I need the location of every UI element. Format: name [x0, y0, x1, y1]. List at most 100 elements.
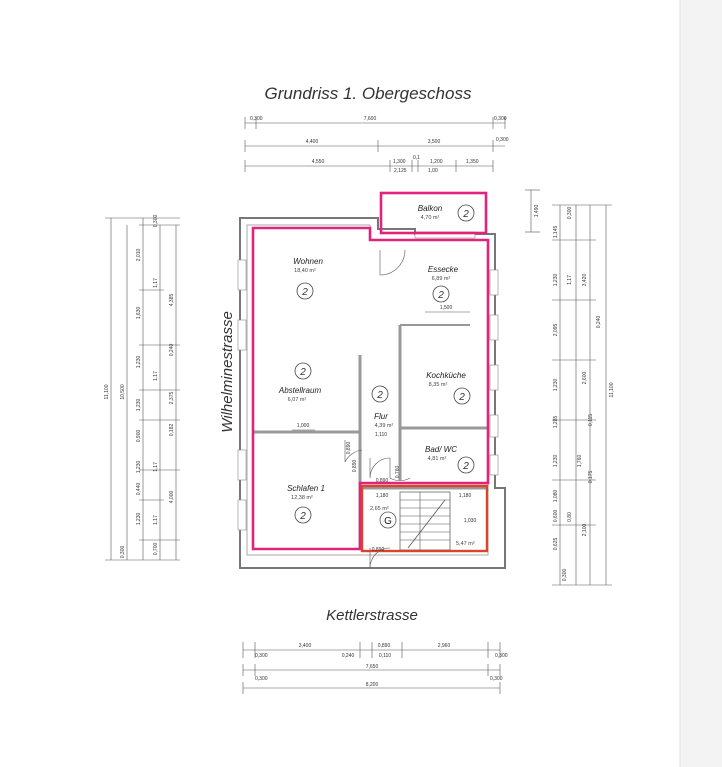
dim-bottom-7: 7,650 [366, 664, 379, 670]
dim-right-9: 1,230 [553, 379, 559, 392]
dim-right-13: 1,230 [553, 455, 559, 468]
dim-left-11: 0,700 [153, 543, 159, 556]
room-area-essecke: 6,89 m² [432, 276, 451, 282]
top-dimensions: 0,300 7,600 0,300 4,400 3,500 0,300 4,55… [244, 116, 509, 174]
dim-top-9: 1,200 [430, 159, 443, 165]
room-area-schlafen: 12,38 m² [291, 495, 313, 501]
dim-right-15: 0,175 [588, 471, 594, 484]
dim-left-12: 0,300 [120, 546, 126, 559]
stair-symbol-circle [379, 511, 397, 529]
dim-left-20: 0,182 [169, 424, 175, 437]
dim-right-21: 0,300 [562, 569, 568, 582]
room-name-abstellraum: Abstellraum [278, 386, 322, 395]
unit-number-wohnen: 2 [301, 287, 308, 298]
dim-top-2: 0,300 [494, 116, 507, 122]
dim-interior-5: 0,760 [395, 466, 401, 479]
dim-top-0: 0,300 [250, 116, 263, 122]
dim-left-3: 2,010 [136, 249, 142, 262]
dim-left-4: 1,630 [136, 307, 142, 320]
room-name-flur: Flur [374, 412, 388, 421]
stair-area-left: 2,65 m² [370, 506, 389, 512]
dim-interior-7: 1,180 [376, 493, 389, 499]
dim-right-0: 11,100 [609, 382, 615, 397]
room-area-balkon: 4,70 m² [421, 215, 440, 221]
dim-right-5: 1,17 [567, 275, 573, 285]
dim-interior-1: 1,000 [297, 423, 310, 429]
page-edge [680, 0, 722, 767]
dim-right-6: 3,420 [582, 274, 588, 287]
dim-bottom-4: 0,240 [342, 653, 355, 659]
dim-left-19: 2,375 [169, 392, 175, 405]
dim-right-1: 0,300 [567, 207, 573, 220]
dim-interior-8: 1,180 [459, 493, 472, 499]
dim-right-16: 1,080 [553, 490, 559, 503]
dim-right-10: 2,600 [582, 372, 588, 385]
dim-left-14: 0,240 [169, 344, 175, 357]
dim-interior-9: 1,030 [464, 518, 477, 524]
dim-bottom-8: 0,300 [255, 676, 268, 682]
dim-right-4: 1,230 [553, 274, 559, 287]
dim-top-1: 7,600 [364, 116, 377, 122]
dim-interior-3: 0,890 [346, 442, 352, 455]
room-area-badwc: 4,81 m² [428, 456, 447, 462]
dim-left-0: 11,100 [104, 384, 110, 399]
dim-interior-6: 0,890 [376, 478, 389, 484]
dim-bottom-10: 0,300 [490, 676, 503, 682]
staircase: G 2,65 m² 5,47 m² [370, 491, 475, 551]
room-name-kochkueche: Kochküche [426, 371, 466, 380]
bottom-dimensions: 3,400 0,890 2,960 0,300 0,240 0,110 0,30… [242, 642, 508, 694]
dim-top-10: 1,350 [466, 159, 479, 165]
dim-left-16: 1,17 [153, 371, 159, 381]
dim-bottom-3: 0,300 [255, 653, 268, 659]
room-name-schlafen: Schlafen 1 [287, 484, 325, 493]
dim-left-13: 4,385 [169, 294, 175, 307]
dim-left-18: 1,17 [153, 515, 159, 525]
right-dimensions: 11,100 0,300 1,490 1,145 1,230 1,17 3,42… [525, 189, 615, 586]
dim-right-3: 1,145 [553, 226, 559, 239]
unit-number-badwc: 2 [462, 461, 469, 472]
dim-right-8: 0,240 [596, 316, 602, 329]
dim-top-11: 2,125 [394, 168, 407, 174]
dim-bottom-1: 0,890 [378, 643, 391, 649]
room-area-abstellraum: 6,07 m² [288, 397, 307, 403]
balcony-outline [379, 191, 488, 235]
dim-left-17: 1,17 [153, 462, 159, 472]
room-name-wohnen: Wohnen [293, 257, 323, 266]
dim-top-4: 3,500 [428, 139, 441, 145]
dim-right-18: 0,80 [567, 512, 573, 522]
dim-left-10: 1,230 [136, 513, 142, 526]
dim-left-5: 1,230 [136, 356, 142, 369]
dim-interior-2: 1,110 [375, 432, 387, 438]
dim-top-6: 4,550 [312, 159, 325, 165]
room-area-wohnen: 18,40 m² [294, 268, 316, 274]
dim-bottom-2: 2,960 [438, 643, 451, 649]
dim-right-14: 1,760 [577, 455, 583, 468]
room-area-flur: 4,39 m² [375, 423, 394, 429]
dim-bottom-0: 3,400 [299, 643, 312, 649]
unit-number-flur: 2 [376, 390, 383, 401]
unit-outline [251, 226, 490, 551]
dim-right-17: 0,600 [553, 510, 559, 523]
dim-right-2: 1,490 [534, 205, 540, 218]
dim-interior-4: 0,890 [352, 460, 358, 473]
dim-right-19: 0,625 [553, 538, 559, 551]
dim-left-9: 0,440 [136, 483, 142, 496]
dim-top-7: 1,300 [393, 159, 406, 165]
room-name-balkon: Balkon [418, 204, 443, 213]
dim-top-3: 4,400 [306, 139, 319, 145]
dim-left-1: 10,500 [120, 384, 126, 400]
dim-left-7: 0,900 [136, 430, 142, 443]
dim-bottom-6: 0,300 [495, 653, 508, 659]
room-area-kochkueche: 8,35 m² [429, 382, 448, 388]
dim-right-20: 2,100 [582, 524, 588, 537]
unit-number-abstellraum: 2 [299, 367, 306, 378]
room-name-badwc: Bad/ WC [425, 445, 457, 454]
unit-number-kochkueche: 2 [458, 392, 465, 403]
unit-number-essecke: 2 [437, 290, 444, 301]
unit-number-schlafen: 2 [299, 511, 306, 522]
dim-bottom-9: 8,200 [366, 682, 379, 688]
dim-top-5: 0,300 [496, 137, 509, 143]
rooms: Balkon 4,70 m² 2 Wohnen 18,40 m² 2 Essec… [278, 204, 477, 553]
street-left: Wilhelminestrasse [219, 311, 236, 433]
